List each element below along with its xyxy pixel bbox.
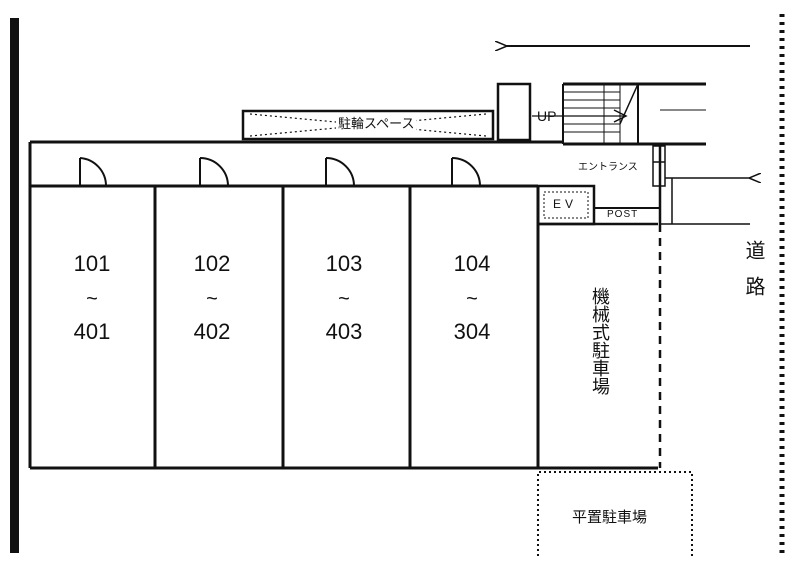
door-swing-icon [79,157,108,188]
unit-to: 402 [193,319,231,344]
unit-label-102-402: 102 ~ 402 [152,253,272,343]
bicycle-space-label: 駐輪スペース [336,117,417,132]
unit-sep: ~ [338,288,350,310]
unit-sep: ~ [206,288,218,310]
unit-sep: ~ [86,288,98,310]
ev-label: EV [553,197,578,211]
door-swing-icon [199,157,229,188]
entrance-structure [536,144,750,468]
door-swing-icon [451,157,481,188]
pillar-box [496,82,532,142]
unit-from: 102 [193,251,231,276]
stairs [532,82,706,146]
entrance-label: エントランス [578,162,638,173]
unit-from: 103 [325,251,363,276]
bicycle-space [241,109,495,141]
unit-to: 304 [453,319,491,344]
post-label: POST [607,209,639,220]
door-swing-icon [325,157,355,188]
unit-label-101-401: 101 ~ 401 [32,253,152,343]
flat-parking-area [537,471,693,556]
unit-label-104-304: 104 ~ 304 [412,253,532,343]
road-label: 道路 [742,240,766,312]
left-boundary-wall [10,18,19,553]
unit-from: 104 [453,251,491,276]
unit-sep: ~ [466,288,478,310]
flat-parking-label: 平置駐車場 [572,508,648,526]
unit-to: 403 [325,319,363,344]
unit-from: 101 [73,251,111,276]
unit-label-103-403: 103 ~ 403 [284,253,404,343]
building-outline [28,140,658,470]
unit-to: 401 [73,319,111,344]
up-label: UP [537,108,557,124]
mechanical-parking-label: 機械式駐車場 [589,287,610,395]
